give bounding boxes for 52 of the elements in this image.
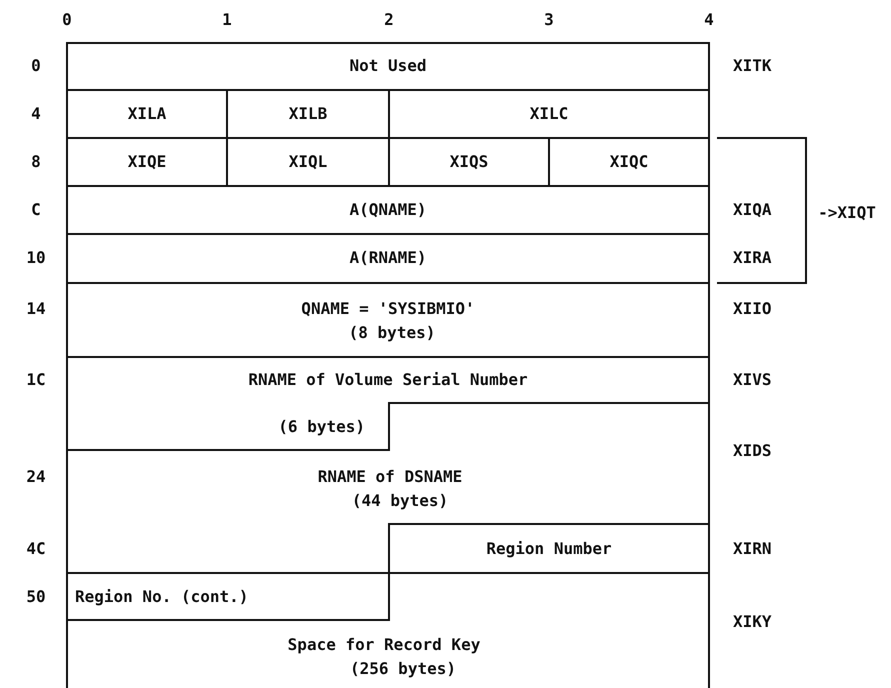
field-label: QNAME = 'SYSIBMIO' [301, 300, 475, 318]
field-label: XIQS [450, 153, 488, 171]
field-cell [67, 43, 709, 90]
field-cell [67, 357, 709, 450]
column-number: 3 [544, 11, 554, 29]
offset-label: C [31, 201, 41, 219]
offset-label: 50 [26, 588, 46, 606]
field-label: XIQE [128, 153, 166, 171]
field-label: XILC [530, 105, 568, 123]
field-label: Region No. (cont.) [75, 588, 248, 606]
offset-label: 14 [26, 300, 46, 318]
field-label: (256 bytes) [350, 660, 456, 678]
column-number: 2 [384, 11, 394, 29]
offset-label: 4C [26, 540, 46, 558]
offset-label: 4 [31, 105, 41, 123]
field-name: XIRN [733, 540, 772, 558]
field-name: XIDS [733, 442, 772, 460]
field-label: (8 bytes) [348, 324, 436, 342]
field-label: Space for Record Key [288, 636, 480, 654]
offset-label: 8 [31, 153, 41, 171]
field-label: XILB [288, 105, 328, 123]
field-label: XIQL [288, 153, 328, 171]
field-name: XIKY [733, 613, 772, 631]
offset-label: 0 [31, 57, 41, 75]
column-number: 4 [704, 11, 714, 29]
field-name: XITK [733, 57, 772, 75]
field-label: RNAME of DSNAME [318, 468, 462, 486]
field-name: XIIO [733, 300, 772, 318]
column-number: 1 [222, 11, 232, 29]
field-label: A(RNAME) [349, 249, 427, 267]
field-label: Not Used [349, 57, 427, 75]
field-name: XIQA [733, 201, 772, 219]
field-label: (44 bytes) [352, 492, 448, 510]
field-label: RNAME of Volume Serial Number [248, 371, 528, 389]
field-cell [67, 283, 709, 357]
field-name: XIRA [733, 249, 772, 267]
field-cell [67, 573, 709, 688]
field-cell [67, 524, 709, 620]
offset-label: 10 [26, 249, 46, 267]
field-label: XILA [128, 105, 166, 123]
column-number: 0 [62, 11, 72, 29]
field-label: A(QNAME) [349, 201, 427, 219]
offset-label: 24 [26, 468, 46, 486]
field-cell [67, 186, 709, 234]
field-cell [67, 403, 709, 573]
field-label: (6 bytes) [278, 418, 365, 436]
field-name: ->XIQT [818, 204, 876, 222]
field-name: XIVS [733, 371, 772, 389]
offset-label: 1C [26, 371, 46, 389]
field-cell [67, 234, 709, 283]
field-label: XIQC [610, 153, 648, 171]
field-label: Region Number [486, 540, 612, 558]
